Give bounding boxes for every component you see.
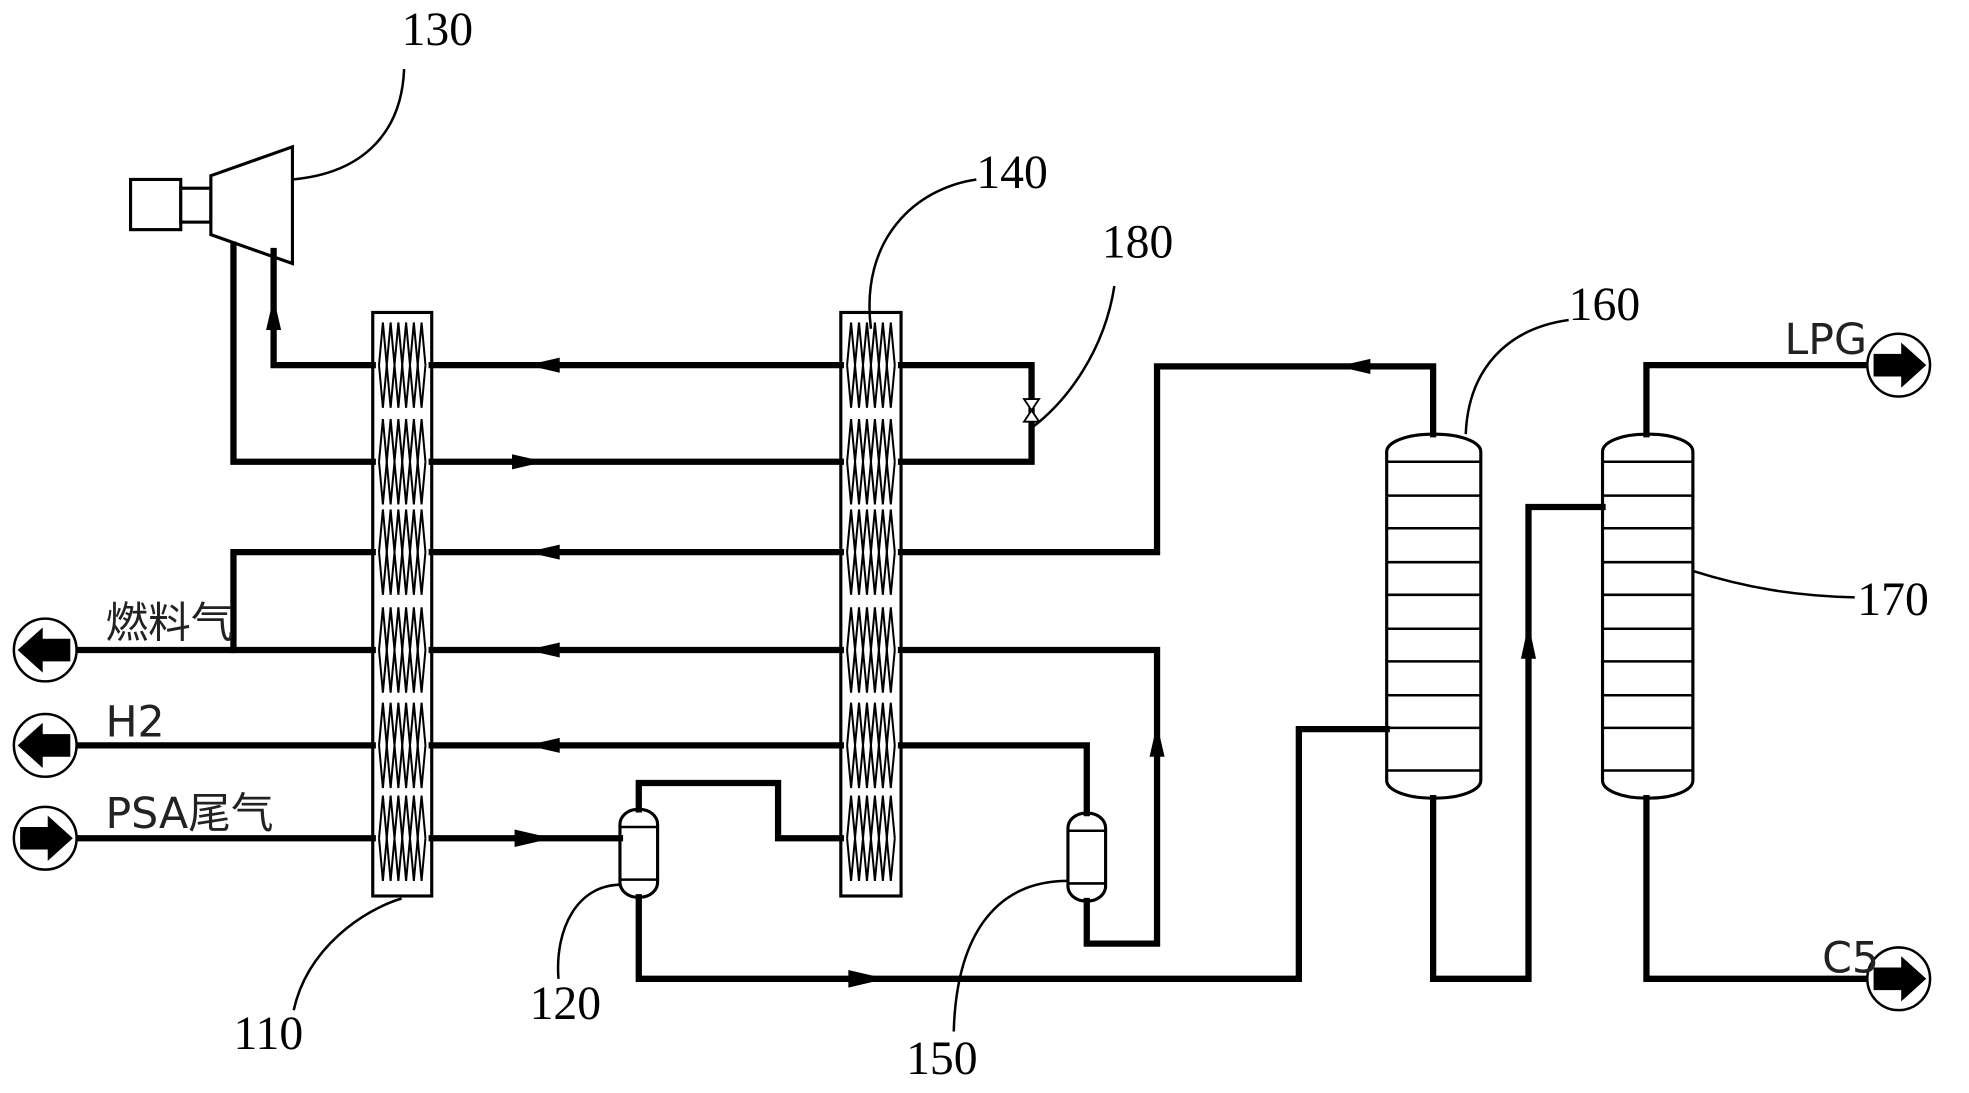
stream-label-psa-tail-gas: PSA尾气 [105,789,273,839]
arrow-left-icon [17,627,71,673]
arrow-right-bottom [848,970,886,988]
label-110: 110 [233,1008,303,1060]
stream-label-h2: H2 [105,698,164,748]
compressor-130 [128,144,295,266]
coil-element [378,322,427,408]
coil-element [378,607,427,693]
arrow-left-row3 [527,544,560,560]
column-170 [1600,432,1695,800]
coil-element [846,702,896,789]
compressor-body [209,144,295,266]
arrow-left-overhead-160 [1337,358,1371,374]
heat-exchanger-140 [839,310,903,898]
arrow-up-drum150 [1149,724,1165,757]
coil-element [846,322,896,408]
arrow-right-row2 [512,454,545,470]
separator-150 [1066,811,1108,903]
arrow-up-column170-feed [1520,623,1537,659]
drum-150-body [1066,811,1108,903]
label-150: 150 [906,1033,978,1085]
coil-element [378,795,427,882]
label-140: 140 [976,147,1048,199]
label-180: 180 [1102,216,1174,268]
compressor-shaft [179,186,213,224]
column-160-shell [1385,432,1483,800]
coil-element [378,509,427,595]
stream-labels: 燃料气 H2 PSA尾气 LPG C5 [105,315,1879,984]
arrow-left-row4 [527,642,560,658]
drum-120-body [618,807,660,899]
valve-180 [1022,398,1041,423]
coil-element [378,419,427,505]
arrow-left-row5 [527,737,560,753]
stream-label-lpg: LPG [1784,315,1867,365]
arrow-right-row6 [514,829,553,848]
label-160: 160 [1569,279,1641,331]
flow-arrows [266,297,1537,988]
separator-120 [618,807,660,899]
stream-label-fuel-gas: 燃料气 [105,598,233,648]
nozzle-psa-tail-gas [12,805,78,871]
coil-element [846,795,896,882]
reference-labels: 130 140 180 160 170 110 120 150 [233,4,1928,1085]
nozzle-fuel-gas [12,617,78,683]
coil-element [378,702,427,789]
arrow-right-icon [20,815,73,861]
compressor-motor [128,177,183,232]
arrow-right-icon [1873,342,1927,388]
coil-element [846,509,896,595]
arrow-left-row1 [527,357,560,373]
nozzle-c5 [1866,946,1932,1012]
label-120: 120 [530,978,602,1030]
label-170: 170 [1857,574,1929,626]
coil-element [846,607,896,693]
process-lines [74,241,1873,982]
label-130: 130 [402,4,474,56]
nozzle-lpg [1866,332,1932,398]
arrow-up-compressor [266,297,282,331]
arrow-right-icon [1873,956,1927,1002]
leader-lines [292,68,1855,1032]
stream-label-c5: C5 [1822,934,1879,984]
coil-element [846,419,896,505]
nozzle-h2 [12,712,78,779]
column-170-shell [1600,432,1695,800]
heat-exchanger-110 [371,310,434,898]
arrow-left-icon [17,722,71,768]
column-160 [1385,432,1483,800]
